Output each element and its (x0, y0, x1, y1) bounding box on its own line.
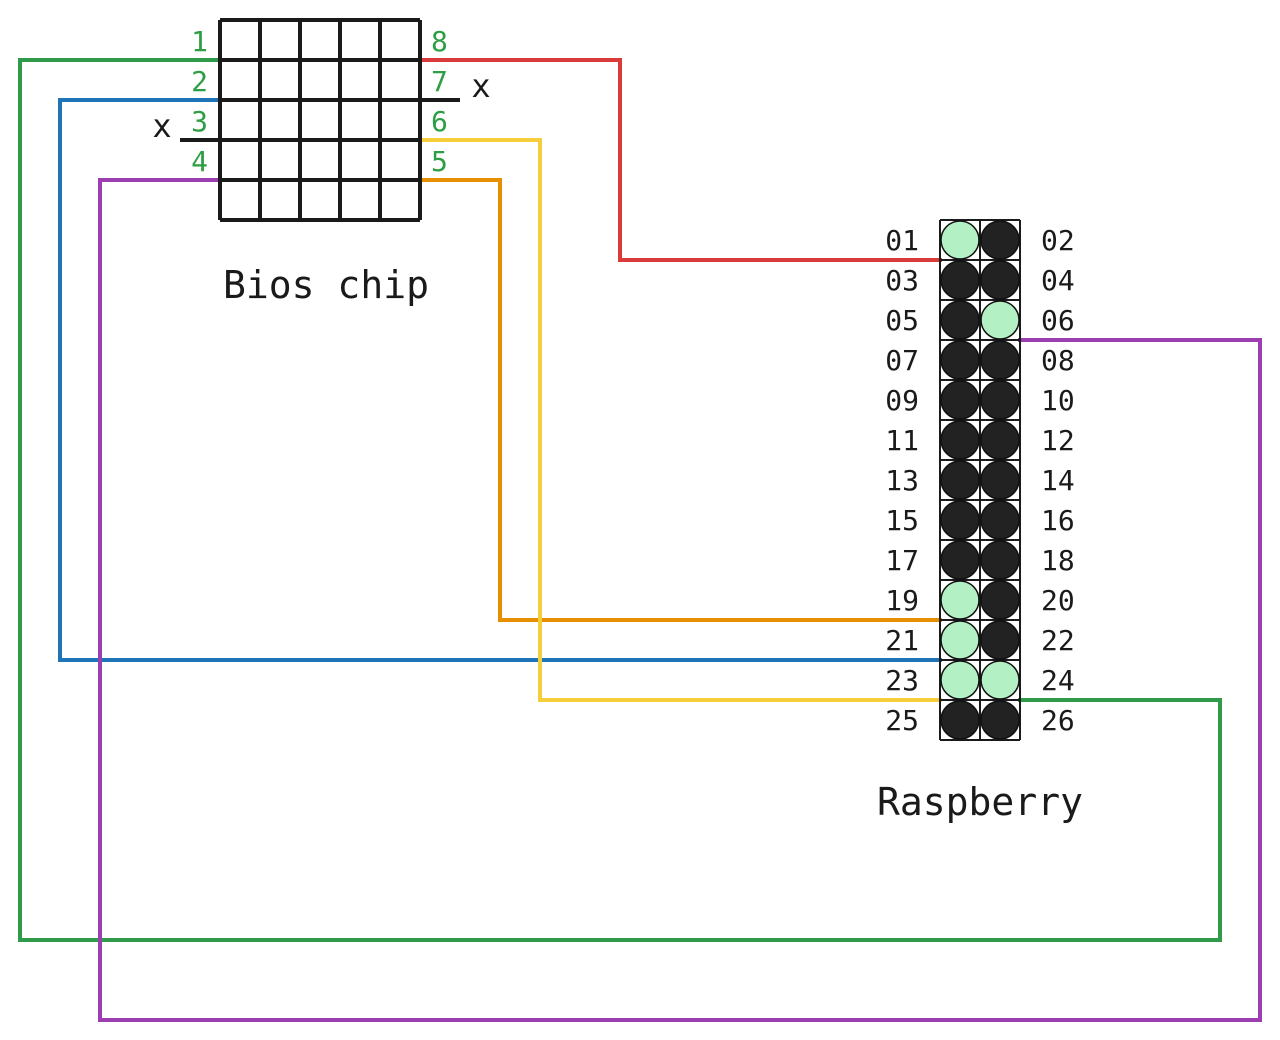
header-pin-10 (980, 380, 1020, 420)
header-pin-08 (980, 340, 1020, 380)
header-pin-04 (980, 260, 1020, 300)
header-pin-20 (980, 580, 1020, 620)
chip-pin-7-label: 7 (431, 65, 448, 98)
header-pin-label-22: 22 (1041, 624, 1075, 657)
unused-pin7-mark: x (471, 67, 490, 105)
header-pin-01 (940, 220, 980, 260)
raspberry-title: Raspberry (877, 780, 1083, 824)
header-pin-18 (980, 540, 1020, 580)
header-pin-02 (980, 220, 1020, 260)
header-pin-14 (980, 460, 1020, 500)
header-pin-label-14: 14 (1041, 464, 1075, 497)
header-pin-05 (940, 300, 980, 340)
header-pin-label-01: 01 (885, 224, 919, 257)
header-pin-label-15: 15 (885, 504, 919, 537)
header-pin-label-11: 11 (885, 424, 919, 457)
header-pin-16 (980, 500, 1020, 540)
header-pin-label-04: 04 (1041, 264, 1075, 297)
header-pin-07 (940, 340, 980, 380)
header-pin-label-12: 12 (1041, 424, 1075, 457)
wire-green-pin1-to-24 (18, 58, 1222, 942)
header-pin-label-02: 02 (1041, 224, 1075, 257)
header-pin-label-26: 26 (1041, 704, 1075, 737)
header-pin-label-07: 07 (885, 344, 919, 377)
header-pin-15 (940, 500, 980, 540)
header-pin-label-13: 13 (885, 464, 919, 497)
bios-chip-grid (218, 18, 422, 222)
header-pin-09 (940, 380, 980, 420)
chip-pin-8-label: 8 (431, 25, 448, 58)
header-pin-label-21: 21 (885, 624, 919, 657)
header-pin-06 (980, 300, 1020, 340)
raspberry-header-labels: 01 02 03 04 05 06 07 08 09 10 11 12 13 14 15 16 17 18 19 20… (885, 224, 1074, 737)
raspberry-header (939, 219, 1021, 741)
header-pin-25 (940, 700, 980, 740)
header-pin-label-16: 16 (1041, 504, 1075, 537)
header-pin-label-09: 09 (885, 384, 919, 417)
header-pin-21 (940, 620, 980, 660)
header-pin-13 (940, 460, 980, 500)
header-pin-17 (940, 540, 980, 580)
header-pin-label-10: 10 (1041, 384, 1075, 417)
header-pin-19 (940, 580, 980, 620)
header-pin-label-05: 05 (885, 304, 919, 337)
wire-red-pin8-to-01 (418, 58, 942, 262)
chip-pin-2-label: 2 (191, 65, 208, 98)
wire-purple-pin4-to-06 (98, 178, 1262, 1022)
chip-pin-6-label: 6 (431, 105, 448, 138)
header-pin-label-20: 20 (1041, 584, 1075, 617)
chip-pin-3-label: 3 (191, 105, 208, 138)
wire-yellow-pin6-to-23 (418, 138, 942, 702)
header-pin-26 (980, 700, 1020, 740)
header-pin-label-23: 23 (885, 664, 919, 697)
bios-chip-title: Bios chip (223, 263, 429, 307)
header-pin-22 (980, 620, 1020, 660)
header-pin-label-25: 25 (885, 704, 919, 737)
header-pin-03 (940, 260, 980, 300)
wire-orange-pin5-to-19 (418, 178, 942, 622)
header-pin-label-03: 03 (885, 264, 919, 297)
unused-pin3-mark: x (152, 107, 171, 145)
chip-pin-1-label: 1 (191, 25, 208, 58)
wires (18, 58, 1262, 1022)
header-pin-label-24: 24 (1041, 664, 1075, 697)
wire-blue-pin2-to-21 (58, 98, 942, 662)
header-pin-label-19: 19 (885, 584, 919, 617)
header-pin-11 (940, 420, 980, 460)
header-grid (939, 219, 1021, 741)
header-pin-label-08: 08 (1041, 344, 1075, 377)
header-pin-label-06: 06 (1041, 304, 1075, 337)
header-pin-label-18: 18 (1041, 544, 1075, 577)
header-pin-12 (980, 420, 1020, 460)
header-pin-24 (980, 660, 1020, 700)
header-pin-label-17: 17 (885, 544, 919, 577)
chip-pin-4-label: 4 (191, 145, 208, 178)
header-pin-23 (940, 660, 980, 700)
chip-pin-5-label: 5 (431, 145, 448, 178)
